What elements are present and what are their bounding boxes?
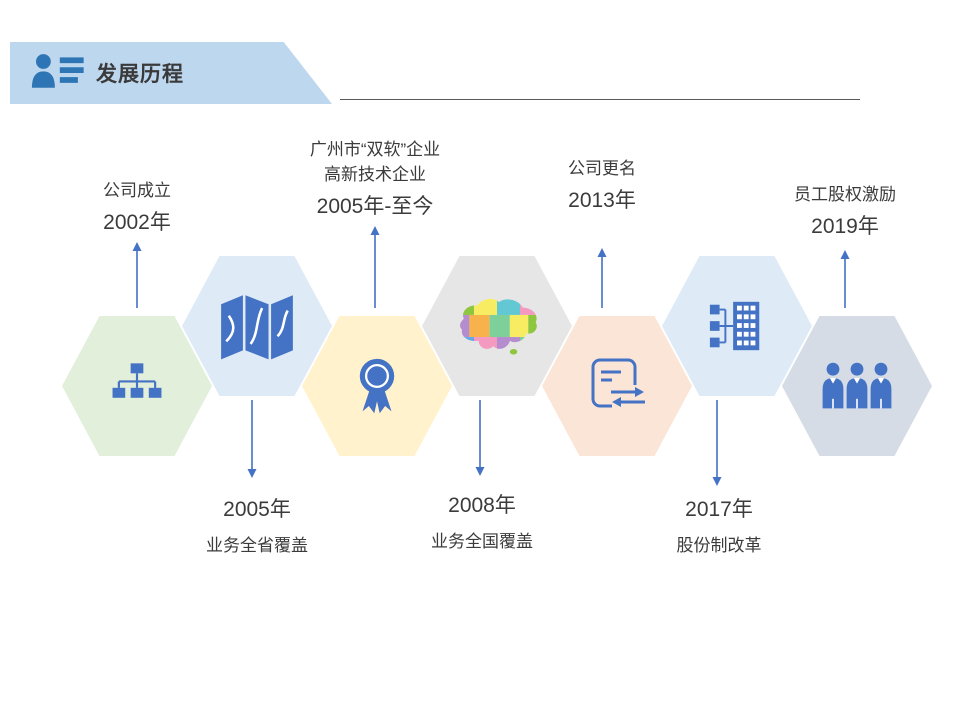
milestone-label: 业务全省覆盖 <box>206 536 308 555</box>
milestone-text-2019: 员工股权激励 2019年 <box>755 182 935 241</box>
milestone-label: 公司成立 <box>103 181 171 200</box>
award-icon <box>359 358 395 414</box>
milestone-label: 业务全国覆盖 <box>431 532 533 551</box>
down-arrow-2017 <box>712 400 722 486</box>
milestone-year: 2019年 <box>811 215 879 238</box>
milestone-text-2017: 2017年 股份制改革 <box>629 496 809 558</box>
down-arrow-2005 <box>247 400 257 478</box>
up-arrow-2019 <box>840 250 850 308</box>
header-divider <box>340 99 860 100</box>
hexagon-2019 <box>782 316 932 456</box>
down-arrow-2008 <box>475 400 485 476</box>
milestone-year: 2017年 <box>685 498 753 521</box>
milestone-year: 2005年 <box>223 498 291 521</box>
milestone-year: 2002年 <box>103 211 171 234</box>
org-chart-icon <box>112 363 162 398</box>
hexagon-2008 <box>422 256 572 396</box>
document-transfer-icon <box>591 358 648 409</box>
milestone-text-doublesoft: 广州市“双软”企业 高新技术企业 2005年-至今 <box>280 137 470 221</box>
milestone-text-2005: 2005年 业务全省覆盖 <box>167 496 347 558</box>
milestone-label: 高新技术企业 <box>324 165 426 184</box>
page-title: 发展历程 <box>96 63 184 86</box>
milestone-label: 广州市“双软”企业 <box>309 140 441 159</box>
milestone-year: 2008年 <box>448 494 516 517</box>
hexagon-2005 <box>182 256 332 396</box>
up-arrow-2002 <box>132 242 142 308</box>
hexagon-doublesoft <box>302 316 452 456</box>
milestone-year: 2013年 <box>568 189 636 212</box>
milestone-label: 公司更名 <box>568 159 636 178</box>
hexagon-2013 <box>542 316 692 456</box>
map-icon <box>221 295 293 360</box>
milestone-text-2008: 2008年 业务全国覆盖 <box>392 492 572 554</box>
china-map-icon <box>460 298 537 355</box>
person-list-icon <box>31 54 84 88</box>
header-banner: 发展历程 <box>10 42 332 104</box>
milestone-text-2002: 公司成立 2002年 <box>47 178 227 237</box>
milestone-year: 2005年-至今 <box>316 195 434 218</box>
milestone-label: 股份制改革 <box>676 536 762 555</box>
up-arrow-doublesoft <box>370 226 380 308</box>
milestone-text-2013: 公司更名 2013年 <box>512 156 692 215</box>
hexagon-2017 <box>662 256 812 396</box>
milestone-label: 员工股权激励 <box>794 185 896 204</box>
up-arrow-2013 <box>597 248 607 308</box>
hexagon-2002 <box>62 316 212 456</box>
people-icon <box>822 362 892 409</box>
building-nodes-icon <box>709 301 760 351</box>
